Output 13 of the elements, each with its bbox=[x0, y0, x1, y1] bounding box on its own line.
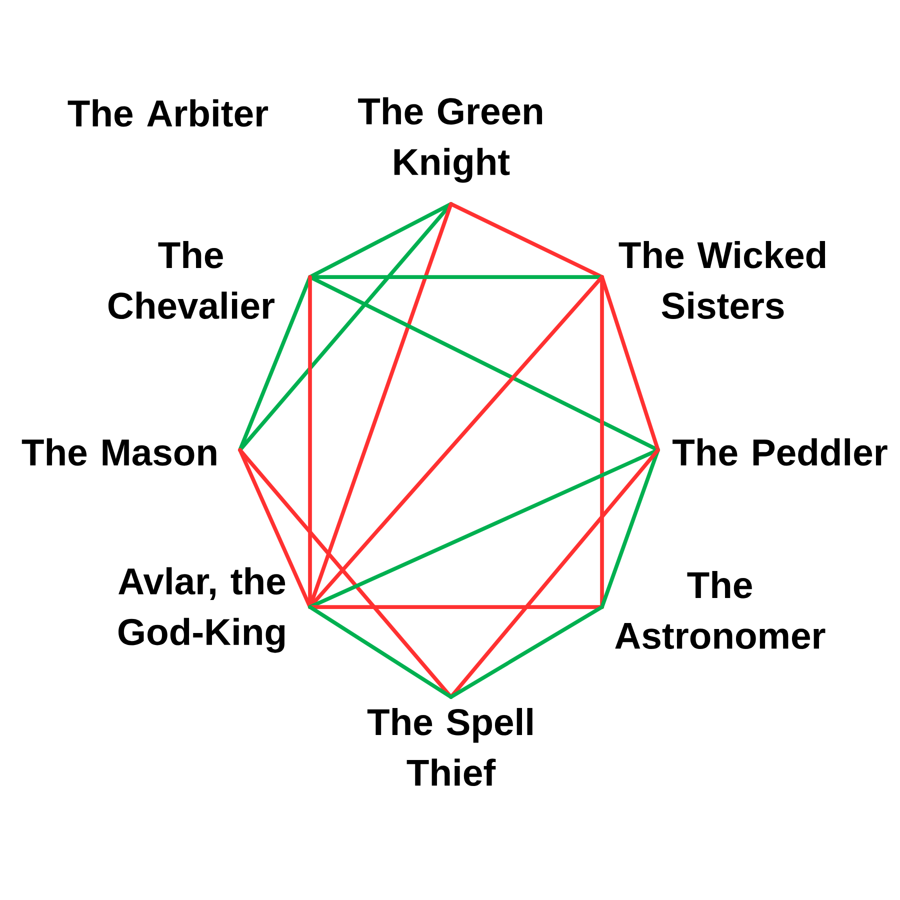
name-label: The Wicked Sisters bbox=[618, 240, 826, 320]
name-label: The Green Knight bbox=[358, 97, 542, 183]
name-label: The Arbiter bbox=[68, 99, 268, 127]
line bbox=[449, 605, 604, 699]
name-label: The Mason bbox=[22, 438, 216, 466]
name-label: The Chevalier bbox=[108, 240, 274, 320]
line bbox=[308, 605, 453, 699]
name-label: The Astronomer bbox=[615, 570, 826, 650]
name-label: Avlar, the God-King bbox=[118, 567, 286, 653]
name-label: The Spell Thief bbox=[367, 708, 532, 786]
line bbox=[308, 275, 604, 279]
name-label: The Peddler bbox=[672, 438, 888, 466]
line bbox=[308, 605, 604, 609]
